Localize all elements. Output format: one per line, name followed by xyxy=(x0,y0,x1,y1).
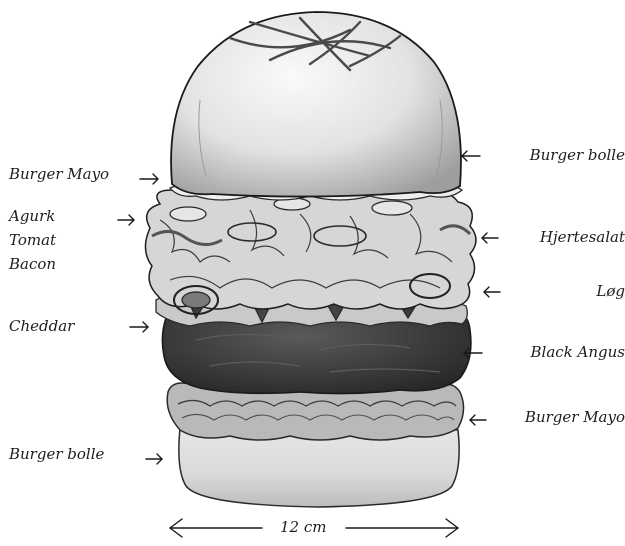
top-bun xyxy=(171,12,461,197)
label-bacon: Bacon xyxy=(9,256,56,273)
label-burger-bolle-bottom: Burger bolle xyxy=(9,446,104,463)
lettuce xyxy=(145,181,476,309)
label-log: Løg xyxy=(596,283,625,300)
label-burger-bolle-top: Burger bolle xyxy=(530,147,625,164)
label-black-angus: Black Angus xyxy=(531,344,625,361)
label-hjertesalat: Hjertesalat xyxy=(540,229,625,246)
label-burger-mayo-bottom: Burger Mayo xyxy=(525,409,625,426)
label-tomat: Tomat xyxy=(9,232,56,249)
label-burger-mayo-top: Burger Mayo xyxy=(9,166,109,183)
dimension-label: 12 cm xyxy=(280,519,326,536)
label-cheddar: Cheddar xyxy=(9,318,74,335)
label-agurk: Agurk xyxy=(9,208,55,225)
